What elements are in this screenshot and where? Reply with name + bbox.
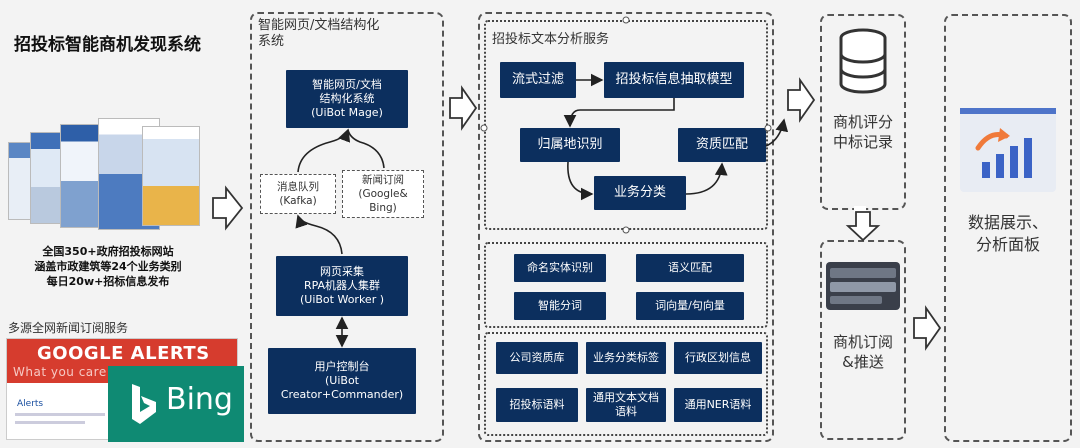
page-title: 招投标智能商机发现系统 [14,35,201,55]
arrow-news-to-mage [347,129,385,169]
word-vector-box: 词向量/句向量 [636,292,744,320]
general-text-corpus-box: 通用文本文档 语料 [586,388,666,422]
block-arrow [845,211,881,242]
administrative-division-box: 行政区划信息 [674,342,762,374]
block-arrow [854,206,866,212]
user-console-box: 用户控制台 (UiBot Creator+Commander) [268,348,416,414]
gov-caption-line: 每日20w+招标信息发布 [46,275,170,288]
bing-logo: Bing [108,366,244,442]
phone-notification-icon [826,262,900,310]
database-icon [839,28,887,94]
push-panel-label: 商机订阅 &推送 [832,333,893,371]
analysis-panel-title: 招投标文本分析服务 [492,32,610,47]
news-subscription-box: 新闻订阅 (Google& Bing) [342,170,424,218]
block-arrow [212,185,244,231]
gov-sources-caption: 全国350+政府招投标网站 涵盖市政建筑等24个业务类别 每日20w+招标信息发… [10,244,206,289]
word-segmentation-box: 智能分词 [514,292,606,320]
location-recognition-box: 归属地识别 [520,128,620,162]
arrow-location-to-classify [567,161,594,201]
arrow-worker-to-queue [295,214,343,255]
semantic-match-box: 语义匹配 [636,254,744,282]
qualification-match-box: 资质匹配 [678,128,766,162]
arrow-classify-to-qualify [685,162,728,195]
company-qualification-db-box: 公司资质库 [496,342,578,374]
uibot-mage-box: 智能网页/文档 结构化系统 (UiBot Mage) [286,70,408,128]
resources-group [484,332,768,436]
gov-websites-illustration [8,118,208,236]
structuring-panel-title: 智能网页/文档结构化 系统 [258,18,380,49]
dashboard-panel-label: 数据展示、 分析面板 [967,213,1048,254]
block-arrow [787,77,816,123]
arrow-queue-to-mage [297,128,351,173]
google-alerts-wordmark: GOOGLE ALERTS [37,343,210,364]
bing-b-icon [132,384,156,424]
bar-chart-icon [960,108,1056,192]
stream-filter-box: 流式过滤 [500,62,576,98]
info-extraction-box: 招投标信息抽取模型 [604,62,744,98]
analysis-panel [478,12,774,442]
news-sources-label: 多源全网新闻订阅服务 [8,321,129,335]
kafka-queue-box: 消息队列 (Kafka) [260,174,336,214]
arrow-extract-to-location [563,98,675,128]
business-category-tags-box: 业务分类标签 [586,342,666,374]
ner-box: 命名实体识别 [514,254,606,282]
block-arrow [449,85,478,131]
general-ner-corpus-box: 通用NER语料 [674,388,762,422]
gov-caption-line: 涵盖市政建筑等24个业务类别 [34,260,182,273]
business-classification-box: 业务分类 [594,176,686,210]
dashboard-panel [944,14,1072,442]
bing-wordmark: Bing [166,382,233,417]
block-arrow [913,305,942,351]
structuring-panel [250,12,444,442]
google-alerts-sub: Alerts [17,399,44,409]
arrow-qualify-to-score [765,118,789,147]
uibot-worker-box: 网页采集 RPA机器人集群 (UiBot Worker ) [276,256,408,316]
gov-caption-line: 全国350+政府招投标网站 [42,245,174,258]
tender-corpus-box: 招投标语料 [496,388,578,422]
score-panel-label: 商机评分 中标记录 [832,113,893,151]
nlp-group [484,242,768,328]
